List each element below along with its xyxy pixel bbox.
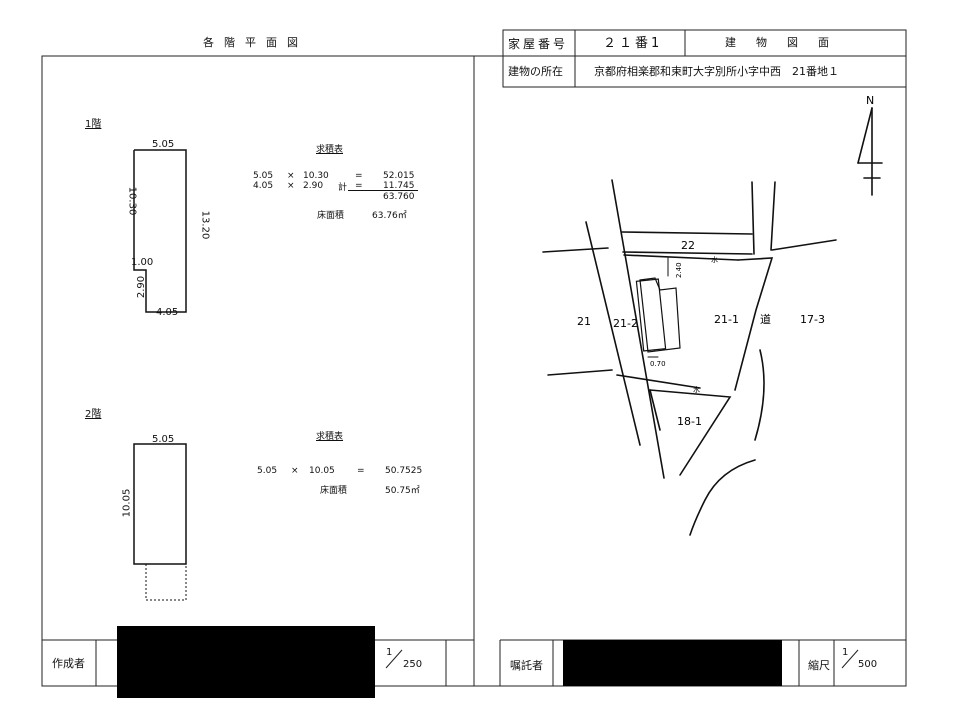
floor2-calc-title: 求積表 bbox=[316, 432, 344, 442]
commission-label: 嘱託者 bbox=[510, 659, 543, 672]
author-label: 作成者 bbox=[52, 657, 85, 670]
floor2-label: 2階 bbox=[85, 409, 102, 420]
floor2-dim-top: 5.05 bbox=[152, 434, 175, 445]
commission-redaction bbox=[563, 640, 782, 686]
floor1-total-value: 63.760 bbox=[383, 192, 415, 202]
floor2-area-label: 床面積 bbox=[320, 486, 348, 496]
floor1-dim-top: 5.05 bbox=[152, 139, 175, 150]
floor1-calc-title: 求積表 bbox=[316, 145, 344, 155]
lot-21-1: 21-1 bbox=[714, 313, 739, 326]
location-label: 建物の所在 bbox=[508, 65, 563, 78]
scale-label: 縮尺 bbox=[808, 659, 830, 672]
floor1-total-label: 計 bbox=[338, 183, 348, 193]
location-value: 京都府相楽郡和束町大字別所小字中西 21番地１ bbox=[594, 65, 839, 78]
author-redaction bbox=[117, 626, 375, 698]
scale-right-num: 1 bbox=[842, 647, 849, 658]
floor1-area-value: 63.76㎡ bbox=[372, 211, 407, 221]
scale-left-num: 1 bbox=[386, 647, 393, 658]
water-label-lower: 水 bbox=[693, 385, 700, 394]
house-number-value: ２１番1 bbox=[603, 36, 663, 51]
setback-dim: 2.40 bbox=[675, 262, 683, 278]
water-label-upper: 水 bbox=[711, 255, 718, 264]
left-title: 各階平面図 bbox=[203, 36, 308, 49]
road-label: 道 bbox=[760, 312, 771, 326]
scale-right-den: 500 bbox=[858, 659, 878, 670]
side-dim: 0.70 bbox=[650, 360, 666, 368]
floor1-label: 1階 bbox=[85, 119, 102, 130]
floor1-dim-step: 1.00 bbox=[131, 257, 154, 268]
north-label: N bbox=[866, 94, 874, 107]
lot-17-3: 17-3 bbox=[800, 313, 825, 326]
floor2-area-value: 50.75㎡ bbox=[385, 486, 420, 496]
floor1-area-label: 床面積 bbox=[317, 211, 345, 221]
right-title: 建物図面 bbox=[725, 36, 849, 49]
lot-18-1: 18-1 bbox=[677, 415, 702, 428]
lot-21-2: 21-2 bbox=[613, 317, 638, 330]
house-number-label: 家屋番号 bbox=[508, 37, 569, 51]
lot-22: 22 bbox=[681, 239, 695, 252]
floor1-sum-rule bbox=[348, 190, 418, 191]
lot-21: 21 bbox=[577, 315, 591, 328]
floor1-dim-bottom: 4.05 bbox=[156, 307, 179, 318]
scale-left-den: 250 bbox=[403, 659, 423, 670]
